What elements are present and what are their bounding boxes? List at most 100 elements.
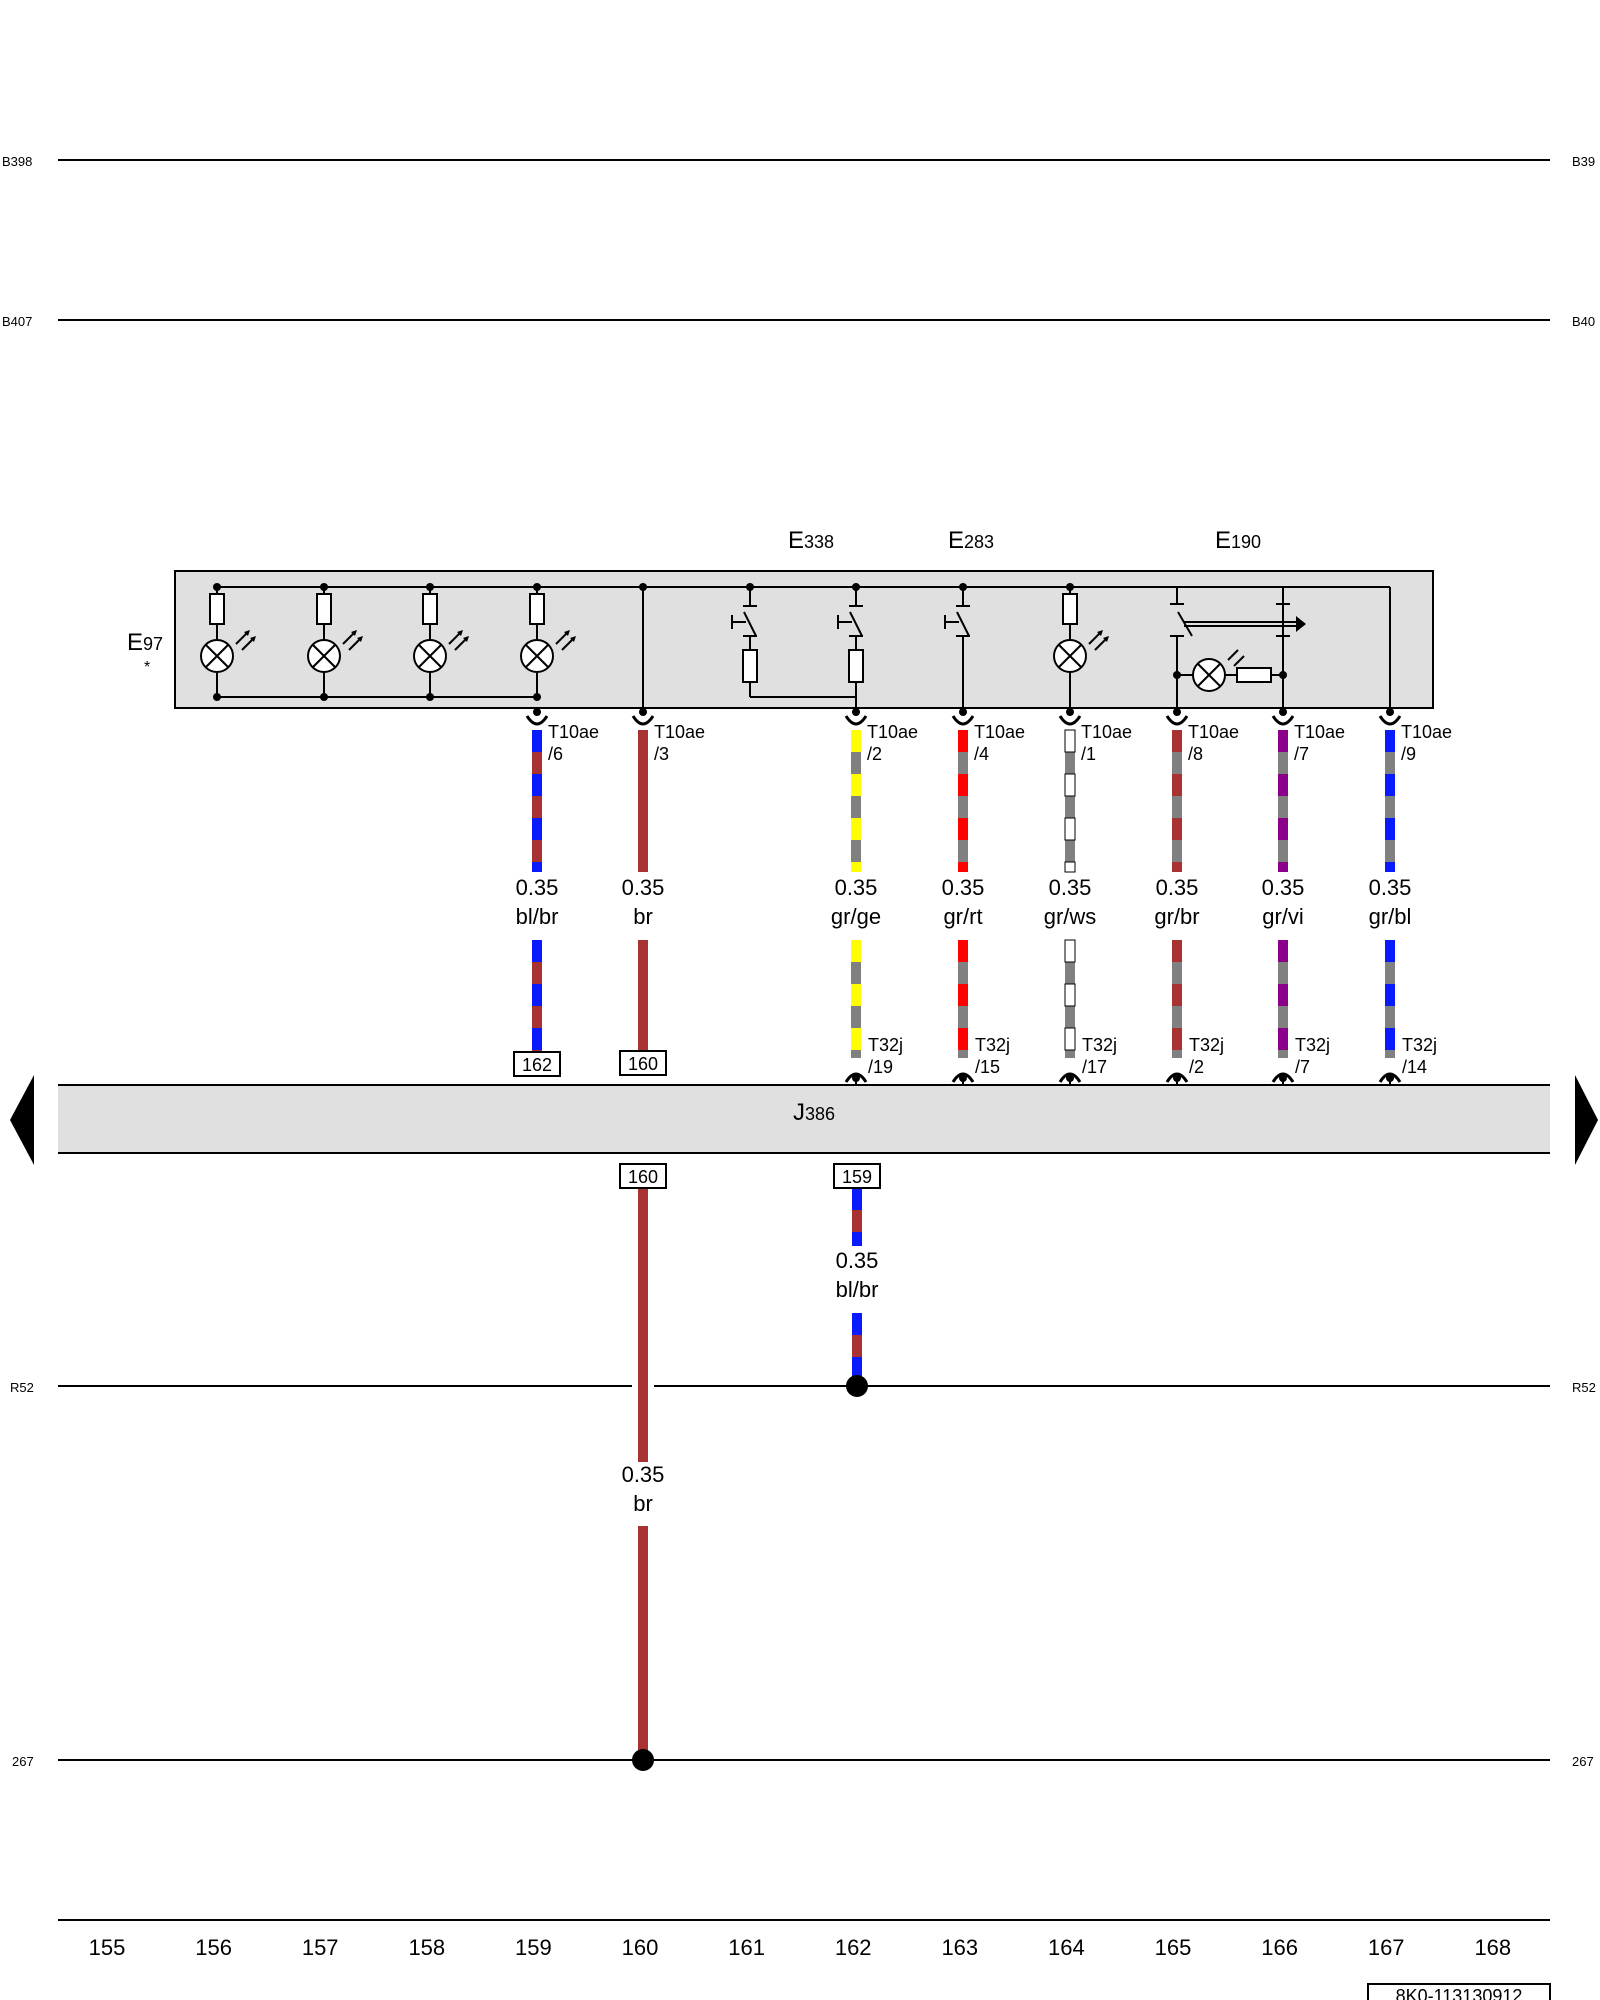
- t32j-connector-label: T32j: [975, 1035, 1010, 1055]
- wire-size-label: 0.35: [1049, 875, 1092, 900]
- rail-b398-right-label: B39: [1572, 154, 1595, 169]
- scale-number: 168: [1474, 1935, 1511, 1960]
- t10ae-connector-label: T10ae: [548, 722, 599, 742]
- wire-size-label: 0.35: [1262, 875, 1305, 900]
- rail-b407-right-label: B40: [1572, 314, 1595, 329]
- t32j-connector-label: T32j: [1295, 1035, 1330, 1055]
- push-switch-2: [837, 583, 864, 708]
- rail-267-right-label: 267: [1572, 1754, 1594, 1769]
- e97-label: E97: [127, 629, 163, 656]
- t32j-connector-label: T32j: [868, 1035, 903, 1055]
- left-continuation-arrow: [10, 1075, 34, 1165]
- t10ae-pin-label: /9: [1401, 744, 1416, 764]
- scale-number: 158: [408, 1935, 445, 1960]
- e190-switch: [1170, 587, 1391, 708]
- right-continuation-arrow: [1575, 1075, 1598, 1165]
- wire-size-label: 0.35: [516, 875, 559, 900]
- t10ae-pin-label: /1: [1081, 744, 1096, 764]
- wire-color-label: br: [633, 904, 653, 929]
- t10ae-connector-label: T10ae: [974, 722, 1025, 742]
- ref-160-top-text: 160: [628, 1054, 658, 1074]
- rail-267-left-label: 267: [12, 1754, 34, 1769]
- wire-color-label: br: [633, 1491, 653, 1516]
- rail-b407-left-label: B407: [2, 314, 32, 329]
- t32j-connector-label: T32j: [1402, 1035, 1437, 1055]
- scale-number: 163: [941, 1935, 978, 1960]
- wire-color-label: gr/ge: [831, 904, 881, 929]
- t32j-connector-label: T32j: [1082, 1035, 1117, 1055]
- t10ae-connector-label: T10ae: [654, 722, 705, 742]
- scale-number: 160: [622, 1935, 659, 1960]
- t10ae-pin-label: /6: [548, 744, 563, 764]
- rail-b398-left-label: B398: [2, 154, 32, 169]
- scale-number: 155: [89, 1935, 126, 1960]
- scale-number: 167: [1368, 1935, 1405, 1960]
- scale-number: 166: [1261, 1935, 1298, 1960]
- t10ae-pin-label: /3: [654, 744, 669, 764]
- push-switch-1: [731, 583, 758, 697]
- wire-size-label: 0.35: [622, 875, 665, 900]
- wire-color-label: bl/br: [836, 1277, 879, 1302]
- upper-wire-2: T10ae/3 0.35 br: [622, 708, 705, 1052]
- switch-panel-box: [174, 570, 1434, 709]
- lamp-4: [520, 583, 576, 701]
- t10ae-pin-label: /8: [1188, 744, 1203, 764]
- ref-box-160-top: 160: [619, 1050, 667, 1076]
- t10ae-connector-label: T10ae: [1081, 722, 1132, 742]
- wire-size-label: 0.35: [622, 1462, 665, 1487]
- rail-b407: B407 B40: [2, 314, 1595, 329]
- rail-b398: B398 B39: [2, 154, 1595, 169]
- ref-box-162: 162: [513, 1051, 561, 1077]
- wire-size-label: 0.35: [836, 1248, 879, 1273]
- rail-r52: R52 R52: [10, 1380, 1596, 1395]
- t10ae-pin-label: /2: [867, 744, 882, 764]
- scale-number: 159: [515, 1935, 552, 1960]
- scale-number: 162: [835, 1935, 872, 1960]
- scale-number: 165: [1155, 1935, 1192, 1960]
- j386-unit: J386: [10, 1075, 1598, 1165]
- t32j-pin-label: /14: [1402, 1057, 1427, 1077]
- t10ae-connector-label: T10ae: [1188, 722, 1239, 742]
- wire-size-label: 0.35: [1156, 875, 1199, 900]
- junction-dot: [632, 1749, 654, 1771]
- t10ae-connector-label: T10ae: [1294, 722, 1345, 742]
- doc-id-box: 8K0-113130912: [1367, 1983, 1551, 2000]
- junction-dot: [846, 1375, 868, 1397]
- scale-number: 164: [1048, 1935, 1085, 1960]
- lower-wires: 0.35 br 0.35 bl/br: [622, 1188, 879, 1771]
- wire-size-label: 0.35: [1369, 875, 1412, 900]
- t32j-pin-label: /17: [1082, 1057, 1107, 1077]
- ref-box-160-bottom: 160: [619, 1163, 667, 1189]
- wire-color-label: gr/rt: [943, 904, 982, 929]
- e338-label: E338: [788, 527, 834, 554]
- lamp-1: [200, 583, 256, 701]
- wire-color-label: gr/br: [1154, 904, 1199, 929]
- t10ae-pin-label: /4: [974, 744, 989, 764]
- scale-number: 161: [728, 1935, 765, 1960]
- wire-color-label: gr/bl: [1369, 904, 1412, 929]
- panel-lamps: [200, 583, 1109, 708]
- t32j-pin-label: /2: [1189, 1057, 1204, 1077]
- switch-panel-internals: [217, 586, 1390, 698]
- ref-162-text: 162: [522, 1055, 552, 1075]
- rail-267: 267 267: [12, 1754, 1594, 1769]
- wire-size-label: 0.35: [942, 875, 985, 900]
- t10ae-connector-label: T10ae: [867, 722, 918, 742]
- lamp-2: [307, 583, 363, 701]
- panel-switches: [639, 583, 1391, 708]
- t32j-connector-label: T32j: [1189, 1035, 1224, 1055]
- wire-color-label: gr/ws: [1044, 904, 1097, 929]
- e190-label: E190: [1215, 527, 1261, 554]
- t10ae-pin-label: /7: [1294, 744, 1309, 764]
- rail-r52-right-label: R52: [1572, 1380, 1596, 1395]
- wire-size-label: 0.35: [835, 875, 878, 900]
- lamp-3: [413, 583, 469, 701]
